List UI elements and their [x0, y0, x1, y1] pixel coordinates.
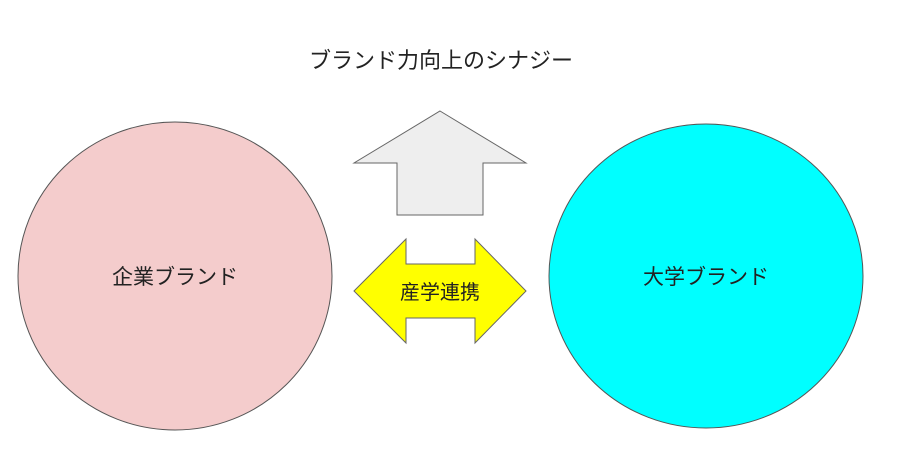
corporate-brand-label: 企業ブランド	[112, 265, 238, 289]
collaboration-label: 産学連携	[400, 280, 480, 304]
university-brand-circle	[548, 123, 864, 429]
diagram-title: ブランド力向上のシナジー	[309, 49, 573, 74]
corporate-brand-circle	[17, 121, 333, 431]
collaboration-double-arrow-icon	[353, 237, 527, 345]
upward-arrow-icon	[352, 110, 528, 216]
university-brand-label: 大学ブランド	[643, 265, 769, 289]
